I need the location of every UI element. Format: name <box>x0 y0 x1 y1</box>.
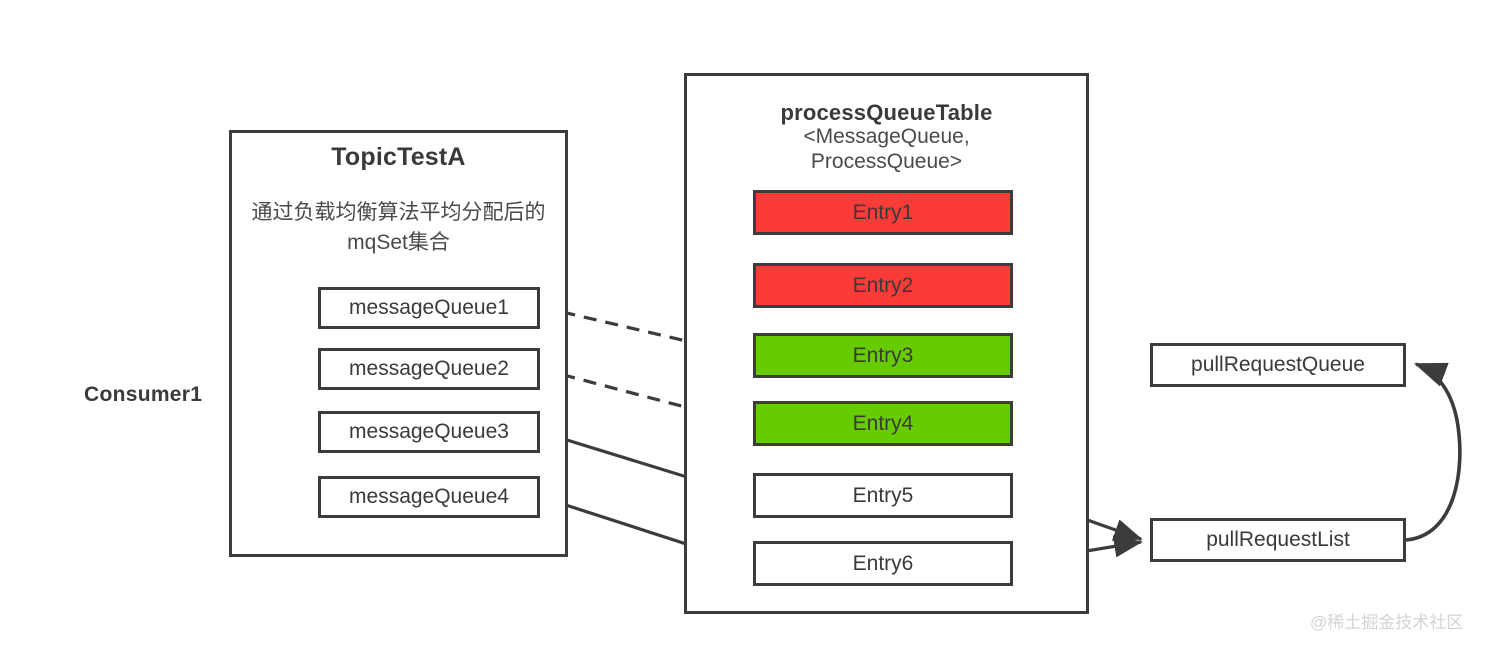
topic-description-line1: 通过负载均衡算法平均分配后的 <box>251 201 546 224</box>
generic-line2: ProcessQueue> <box>810 150 963 173</box>
message-queue-node-2[interactable]: messageQueue2 <box>318 348 540 390</box>
topic-description-line2: mqSet集合 <box>347 231 450 254</box>
entry-node-3[interactable]: Entry3 <box>753 333 1013 378</box>
pull-request-list-node[interactable]: pullRequestList <box>1150 518 1406 562</box>
message-queue-node-1[interactable]: messageQueue1 <box>318 287 540 329</box>
pull-request-queue-node[interactable]: pullRequestQueue <box>1150 343 1406 387</box>
entry-node-6[interactable]: Entry6 <box>753 541 1013 586</box>
entry-node-4[interactable]: Entry4 <box>753 401 1013 446</box>
entry-node-2[interactable]: Entry2 <box>753 263 1013 308</box>
message-queue-node-4[interactable]: messageQueue4 <box>318 476 540 518</box>
watermark-text: @稀土掘金技术社区 <box>1310 613 1464 632</box>
process-queue-table-title: processQueueTable <box>780 100 993 125</box>
entry-node-5[interactable]: Entry5 <box>753 473 1013 518</box>
topic-title: TopicTestA <box>331 143 466 171</box>
consumer-label: Consumer1 <box>84 383 203 406</box>
link-prl-prq-curved <box>1405 362 1462 542</box>
message-queue-node-3[interactable]: messageQueue3 <box>318 411 540 453</box>
entry-node-1[interactable]: Entry1 <box>753 190 1013 235</box>
process-queue-table-generic: <MessageQueue, ProcessQueue> <box>684 124 1089 174</box>
topic-description: 通过负载均衡算法平均分配后的 mqSet集合 <box>232 198 565 258</box>
generic-line1: <MessageQueue, <box>803 125 970 148</box>
